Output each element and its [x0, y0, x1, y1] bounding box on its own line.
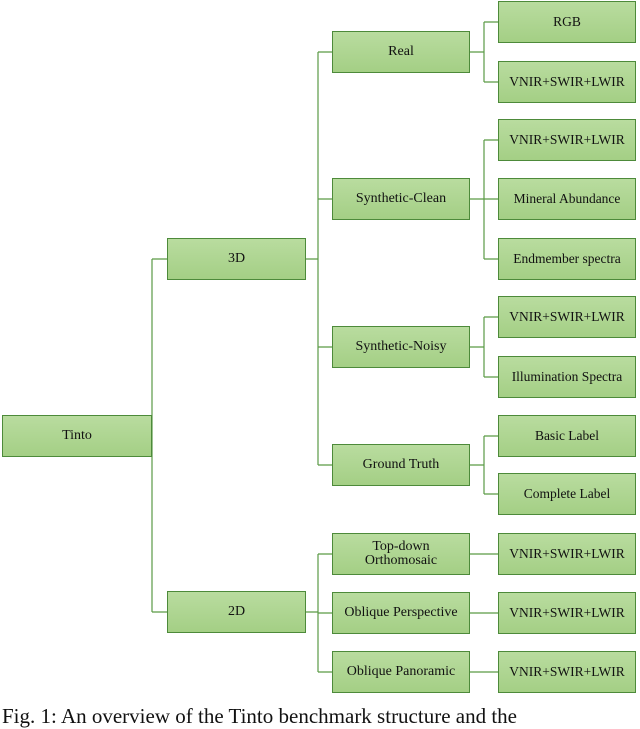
node-3d: 3D — [167, 238, 306, 280]
node-oblique-panoramic: Oblique Panoramic — [332, 651, 470, 693]
connector-3d — [306, 51, 332, 466]
leaf-illumination-spectra: Illumination Spectra — [498, 356, 636, 398]
connector-root — [151, 258, 167, 613]
leaf-complete-label: Complete Label — [498, 473, 636, 515]
leaf-perspective-vnir-swir-lwir: VNIR+SWIR+LWIR — [498, 592, 636, 634]
node-oblique-perspective: Oblique Perspective — [332, 592, 470, 634]
node-2d: 2D — [167, 591, 306, 633]
connector-lines — [151, 21, 498, 673]
hierarchy-diagram: Tinto 3D 2D Real Synthetic-Clean Synthet… — [2, 1, 636, 693]
figure-caption: Fig. 1: An overview of the Tinto benchma… — [2, 704, 518, 728]
leaf-clean-vnir-swir-lwir: VNIR+SWIR+LWIR — [498, 119, 636, 161]
connector-2d — [306, 553, 332, 673]
node-synthetic-noisy: Synthetic-Noisy — [332, 326, 470, 368]
node-real: Real — [332, 31, 470, 73]
leaf-real-vnir-swir-lwir: VNIR+SWIR+LWIR — [498, 61, 636, 103]
leaf-orthomosaic-vnir-swir-lwir: VNIR+SWIR+LWIR — [498, 533, 636, 575]
connector-real — [470, 21, 498, 83]
leaf-rgb: RGB — [498, 1, 636, 43]
leaf-panoramic-vnir-swir-lwir: VNIR+SWIR+LWIR — [498, 651, 636, 693]
node-root-tinto: Tinto — [2, 415, 152, 457]
leaf-endmember-spectra: Endmember spectra — [498, 238, 636, 280]
connector-ground-truth — [470, 435, 498, 495]
leaf-noisy-vnir-swir-lwir: VNIR+SWIR+LWIR — [498, 296, 636, 338]
node-synthetic-clean: Synthetic-Clean — [332, 178, 470, 220]
node-top-down-orthomosaic: Top-down Orthomosaic — [332, 533, 470, 575]
leaf-mineral-abundance: Mineral Abundance — [498, 178, 636, 220]
connector-synthetic-noisy — [470, 316, 498, 378]
leaf-basic-label: Basic Label — [498, 415, 636, 457]
connector-synthetic-clean — [470, 139, 498, 260]
node-ground-truth: Ground Truth — [332, 444, 470, 486]
